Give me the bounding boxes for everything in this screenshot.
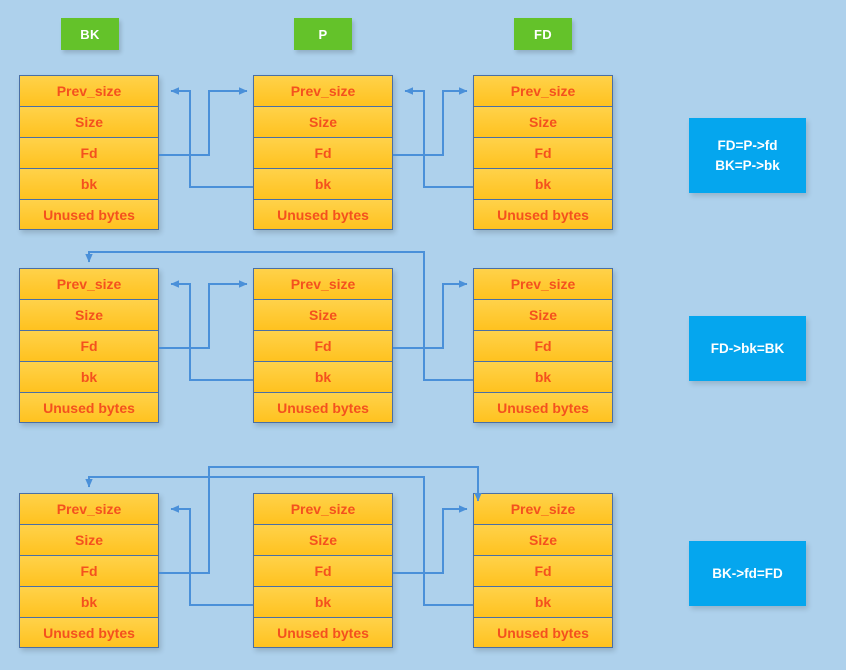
wire-row2-pfd-to-fd bbox=[393, 280, 468, 349]
chunk-row1-fd: Prev_size Size Fd bk Unused bytes bbox=[473, 75, 613, 230]
chunk-field-size: Size bbox=[19, 299, 159, 330]
note-line: BK=P->bk bbox=[715, 157, 780, 173]
wire-row1-fdbk-to-p bbox=[404, 87, 473, 188]
chunk-field-unused-bytes: Unused bytes bbox=[253, 392, 393, 423]
chunk-field-size: Size bbox=[253, 299, 393, 330]
chunk-field-prev-size: Prev_size bbox=[473, 268, 613, 299]
chunk-field-size: Size bbox=[473, 524, 613, 555]
chunk-field-bk: bk bbox=[473, 168, 613, 199]
chunk-field-unused-bytes: Unused bytes bbox=[253, 617, 393, 648]
wire-row3-pfd-to-fd bbox=[393, 505, 468, 574]
note-line: BK->fd=FD bbox=[712, 565, 783, 581]
chunk-field-size: Size bbox=[253, 106, 393, 137]
chunk-field-unused-bytes: Unused bytes bbox=[473, 199, 613, 230]
chunk-field-unused-bytes: Unused bytes bbox=[19, 392, 159, 423]
note-row-2: FD->bk=BK bbox=[689, 316, 806, 381]
chunk-field-fd: Fd bbox=[253, 330, 393, 361]
chunk-field-prev-size: Prev_size bbox=[473, 75, 613, 106]
chunk-field-fd: Fd bbox=[19, 555, 159, 586]
chunk-row2-p: Prev_size Size Fd bk Unused bytes bbox=[253, 268, 393, 423]
column-tag-label: P bbox=[318, 26, 328, 42]
chunk-field-fd: Fd bbox=[253, 137, 393, 168]
column-tag-fd: FD bbox=[514, 18, 572, 50]
chunk-field-fd: Fd bbox=[473, 137, 613, 168]
chunk-field-fd: Fd bbox=[473, 330, 613, 361]
chunk-field-unused-bytes: Unused bytes bbox=[253, 199, 393, 230]
wire-row2-bkfd-to-p bbox=[159, 280, 248, 349]
chunk-field-size: Size bbox=[19, 524, 159, 555]
column-tag-label: FD bbox=[534, 26, 552, 42]
chunk-field-prev-size: Prev_size bbox=[253, 268, 393, 299]
chunk-row1-bk: Prev_size Size Fd bk Unused bytes bbox=[19, 75, 159, 230]
chunk-field-size: Size bbox=[253, 524, 393, 555]
chunk-field-bk: bk bbox=[473, 586, 613, 617]
chunk-field-size: Size bbox=[19, 106, 159, 137]
chunk-field-size: Size bbox=[473, 299, 613, 330]
chunk-field-unused-bytes: Unused bytes bbox=[19, 617, 159, 648]
chunk-row3-p: Prev_size Size Fd bk Unused bytes bbox=[253, 493, 393, 648]
wire-row1-pbk-to-bk bbox=[170, 87, 253, 188]
chunk-field-prev-size: Prev_size bbox=[253, 493, 393, 524]
chunk-row1-p: Prev_size Size Fd bk Unused bytes bbox=[253, 75, 393, 230]
chunk-field-size: Size bbox=[473, 106, 613, 137]
chunk-row2-bk: Prev_size Size Fd bk Unused bytes bbox=[19, 268, 159, 423]
chunk-row3-fd: Prev_size Size Fd bk Unused bytes bbox=[473, 493, 613, 648]
chunk-field-fd: Fd bbox=[473, 555, 613, 586]
column-tag-bk: BK bbox=[61, 18, 119, 50]
chunk-field-bk: bk bbox=[253, 168, 393, 199]
chunk-field-bk: bk bbox=[19, 361, 159, 392]
wire-row2-pbk-to-bk bbox=[170, 280, 253, 381]
chunk-field-prev-size: Prev_size bbox=[19, 493, 159, 524]
chunk-field-prev-size: Prev_size bbox=[19, 75, 159, 106]
wire-row3-pbk-to-bk bbox=[170, 505, 253, 606]
wire-row1-bkfd-to-p bbox=[159, 87, 248, 156]
note-row-1: FD=P->fd BK=P->bk bbox=[689, 118, 806, 193]
chunk-field-bk: bk bbox=[19, 586, 159, 617]
chunk-field-fd: Fd bbox=[19, 330, 159, 361]
chunk-field-prev-size: Prev_size bbox=[253, 75, 393, 106]
chunk-field-bk: bk bbox=[253, 361, 393, 392]
chunk-field-unused-bytes: Unused bytes bbox=[473, 617, 613, 648]
chunk-field-unused-bytes: Unused bytes bbox=[19, 199, 159, 230]
chunk-field-fd: Fd bbox=[19, 137, 159, 168]
wire-row1-pfd-to-fd bbox=[393, 87, 468, 156]
chunk-row3-bk: Prev_size Size Fd bk Unused bytes bbox=[19, 493, 159, 648]
note-line: FD=P->fd bbox=[717, 137, 778, 153]
chunk-field-bk: bk bbox=[473, 361, 613, 392]
chunk-field-prev-size: Prev_size bbox=[19, 268, 159, 299]
note-line: FD->bk=BK bbox=[710, 340, 785, 356]
chunk-field-bk: bk bbox=[19, 168, 159, 199]
chunk-field-bk: bk bbox=[253, 586, 393, 617]
chunk-field-prev-size: Prev_size bbox=[473, 493, 613, 524]
note-row-3: BK->fd=FD bbox=[689, 541, 806, 606]
chunk-row2-fd: Prev_size Size Fd bk Unused bytes bbox=[473, 268, 613, 423]
chunk-field-unused-bytes: Unused bytes bbox=[473, 392, 613, 423]
chunk-field-fd: Fd bbox=[253, 555, 393, 586]
column-tag-p: P bbox=[294, 18, 352, 50]
column-tag-label: BK bbox=[80, 26, 100, 42]
